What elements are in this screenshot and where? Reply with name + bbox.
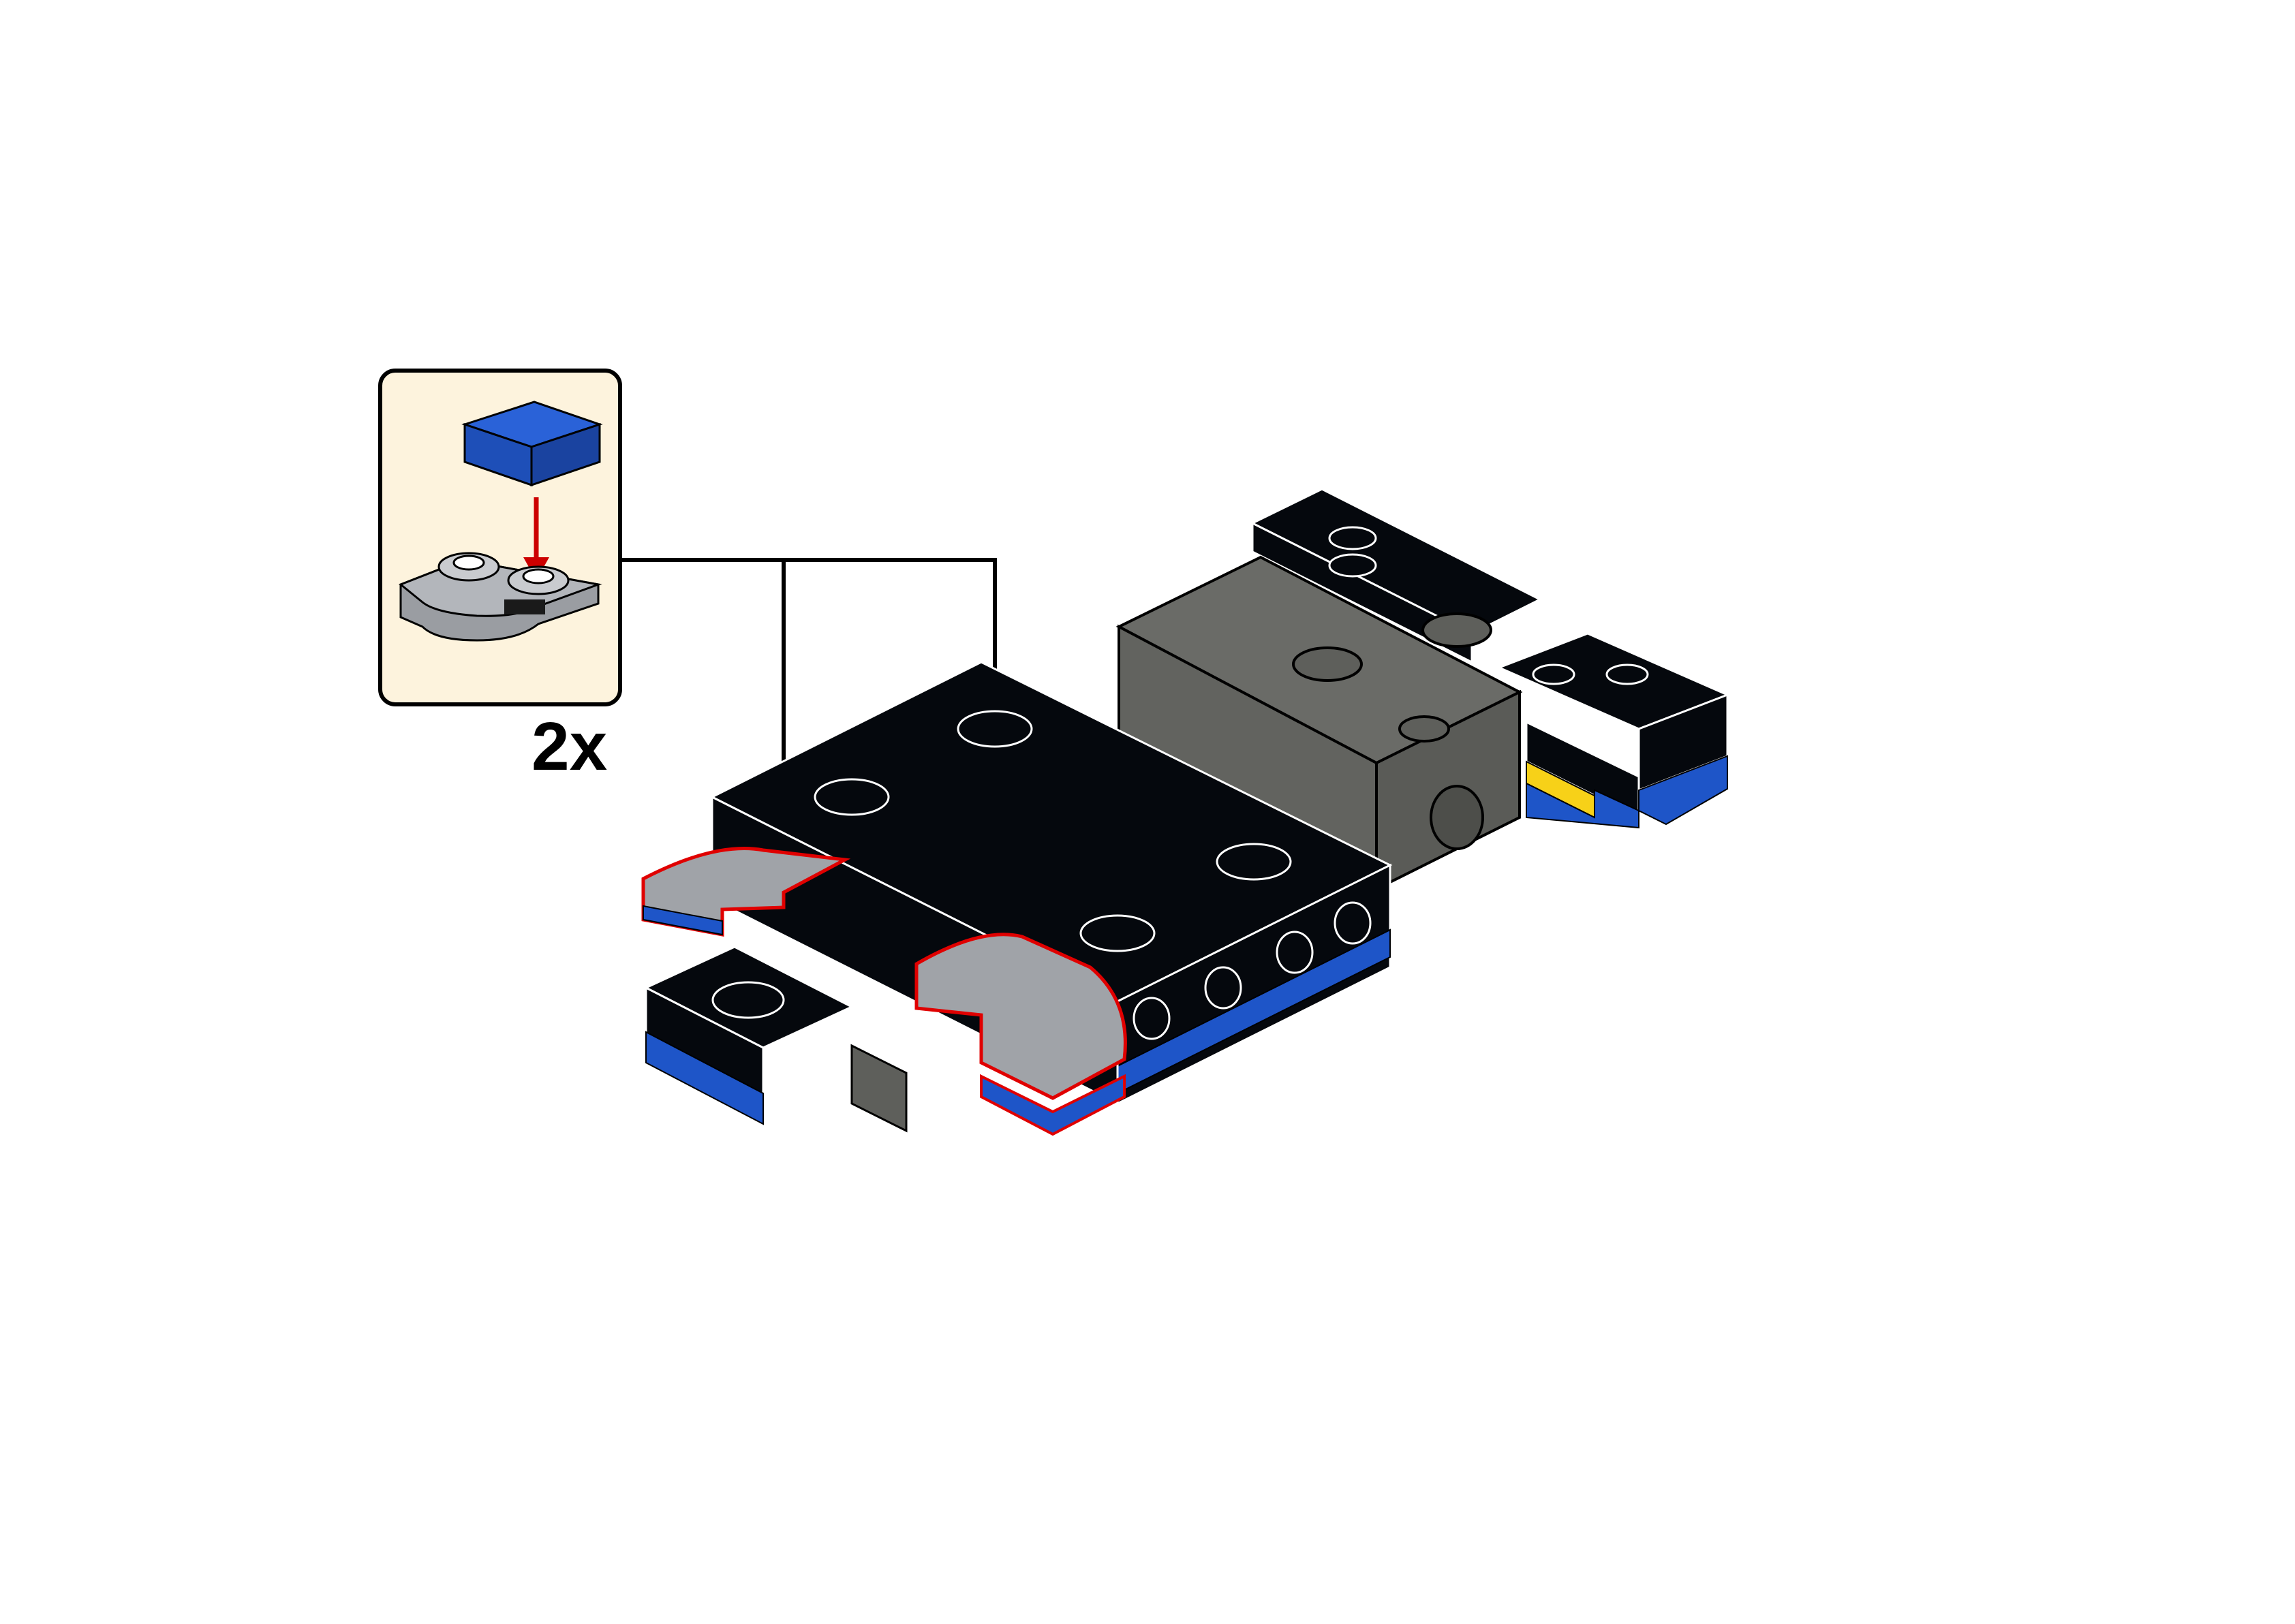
rear-black-plate bbox=[1250, 488, 1543, 664]
front-black-plate bbox=[643, 946, 908, 1133]
rear-gray-brick bbox=[1115, 555, 1523, 892]
new-curved-slope-left bbox=[641, 847, 851, 937]
quantity-label: 2x bbox=[532, 708, 607, 785]
right-black-plate bbox=[1496, 632, 1730, 829]
new-curved-slope-right bbox=[914, 933, 1127, 1136]
assembled-model bbox=[641, 488, 1730, 1136]
blue-tile-part-icon bbox=[461, 401, 603, 487]
gray-round-plate-part-icon bbox=[399, 552, 602, 642]
parts-callout: 2x bbox=[378, 369, 622, 785]
